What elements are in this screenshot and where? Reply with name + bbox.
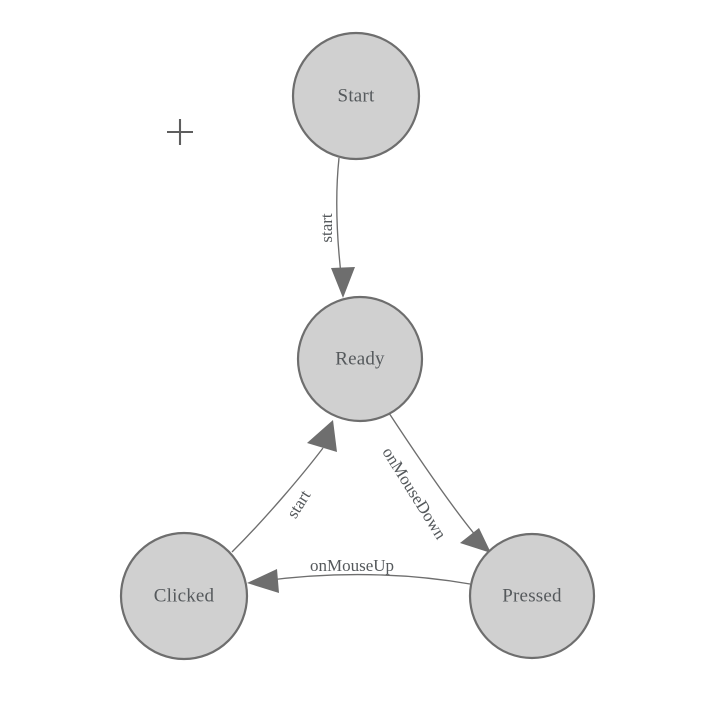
node-label-clicked: Clicked (154, 585, 215, 606)
node-start[interactable]: Start (291, 31, 421, 161)
edge-path-pressed-to-clicked[interactable] (261, 573, 471, 585)
arrowhead-clicked-right (247, 569, 279, 593)
arrowhead-ready-lower-left (307, 420, 337, 452)
node-circle-clicked[interactable] (119, 531, 249, 661)
node-label-ready: Ready (335, 348, 385, 369)
node-circle-start[interactable] (291, 31, 421, 161)
crosshair-icon[interactable] (167, 119, 193, 145)
edge-path-start-to-ready[interactable] (335, 157, 343, 284)
edge-label-ready-to-pressed: onMouseDown (379, 444, 451, 543)
node-label-start: Start (338, 85, 375, 106)
nodes-layer: Start Ready Clicked Pressed (119, 31, 596, 661)
arrowhead-pressed-upper-left (460, 528, 491, 553)
edge-clicked-to-ready[interactable]: start (231, 420, 337, 553)
edge-label-pressed-to-clicked: onMouseUp (310, 556, 394, 575)
arrowhead-ready-top (331, 267, 355, 298)
edge-label-start-to-ready: start (317, 213, 336, 243)
edge-path-ready-to-pressed[interactable] (386, 409, 482, 543)
node-circle-pressed[interactable] (468, 532, 596, 660)
edge-pressed-to-clicked[interactable]: onMouseUp (247, 556, 471, 593)
edge-path-clicked-to-ready[interactable] (231, 447, 324, 553)
edge-ready-to-pressed[interactable]: onMouseDown (379, 409, 491, 553)
edge-start-to-ready[interactable]: start (317, 157, 355, 298)
node-circle-ready[interactable] (296, 295, 424, 423)
node-ready[interactable]: Ready (296, 295, 424, 423)
node-label-pressed: Pressed (502, 585, 562, 606)
node-clicked[interactable]: Clicked (119, 531, 249, 661)
node-pressed[interactable]: Pressed (468, 532, 596, 660)
